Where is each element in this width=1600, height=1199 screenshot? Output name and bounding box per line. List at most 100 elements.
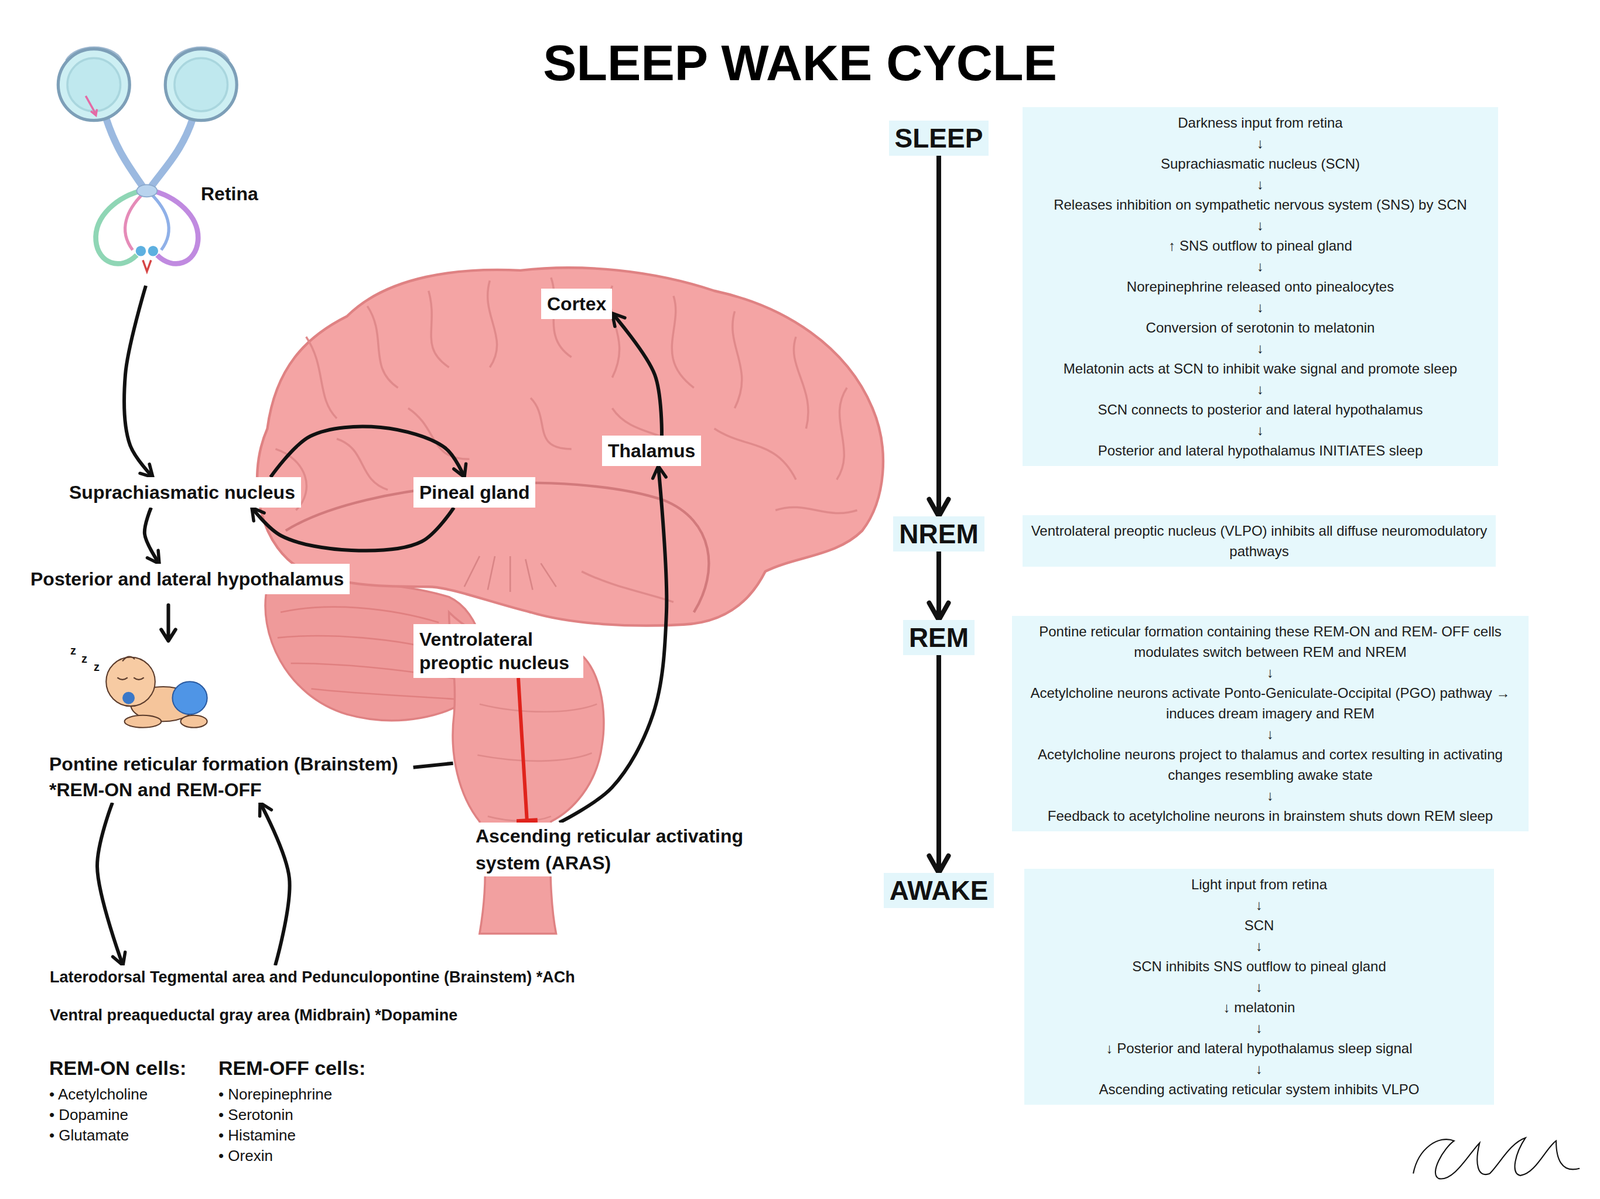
structure-label: Laterodorsal Tegmental area and Peduncul…: [49, 966, 576, 988]
arrow-connector: [144, 507, 160, 564]
structure-label: Posterior and lateral hypothalamus: [30, 567, 344, 591]
step-text: ↓ Posterior and lateral hypothalamus sle…: [1032, 1038, 1486, 1059]
structure-box: Ventrolateral preoptic nucleus: [413, 624, 584, 679]
step-text: ↓: [1030, 214, 1490, 236]
arrow-connector: [936, 155, 942, 517]
structure-label: Suprachiasmatic nucleus: [69, 480, 296, 505]
step-text: ↓: [1030, 337, 1490, 359]
step-text: Ventrolateral preoptic nucleus (VLPO) in…: [1030, 520, 1488, 562]
structure-box: Cortex: [541, 288, 613, 320]
structure-box: Laterodorsal Tegmental area and Peduncul…: [46, 965, 579, 990]
sleep-arrow: [161, 605, 176, 642]
structure-box: Thalamus: [602, 435, 702, 467]
stage-text: NREM: [898, 518, 979, 550]
optic-nerve: [148, 118, 193, 190]
sleeping-baby: [106, 656, 207, 728]
step-text: ↓: [1032, 976, 1486, 998]
step-text: Posterior and lateral hypothalamus INITI…: [1030, 440, 1490, 461]
light-ray: [85, 96, 97, 116]
layout-arrows: [161, 605, 453, 768]
structure-box: Ascending reticular activating system (A…: [472, 822, 765, 877]
list-item: • Norepinephrine: [218, 1084, 333, 1106]
step-text: ↓: [1032, 1017, 1486, 1039]
nucleus-dot: [148, 245, 159, 256]
structure-label: Pineal gland: [419, 480, 530, 505]
step-text: Acetylcholine neurons activate Ponto-Gen…: [1020, 682, 1521, 724]
structure-label: Ventrolateral preoptic nucleus: [419, 627, 578, 675]
step-text: Conversion of serotonin to melatonin: [1030, 317, 1490, 338]
step-panel: Ventrolateral preoptic nucleus (VLPO) in…: [1022, 515, 1496, 567]
sleep-mark: z: [93, 660, 100, 674]
arrow-connector: [124, 285, 153, 478]
step-text: ↓: [1020, 723, 1521, 745]
baby-arm: [124, 715, 162, 728]
region-label: Retina: [200, 182, 259, 206]
step-text: Pontine reticular formation containing t…: [1020, 621, 1521, 663]
arrow-connector: [936, 655, 942, 874]
stage-label: AWAKE: [883, 873, 995, 909]
eyeball: [57, 49, 130, 121]
arrow-connector: [270, 426, 465, 478]
step-text: Melatonin acts at SCN to inhibit wake si…: [1030, 358, 1490, 379]
structure-box: Posterior and lateral hypothalamus: [24, 563, 350, 595]
eyeball: [165, 49, 237, 121]
step-text: ↓: [1020, 662, 1521, 683]
eye-lens: [67, 57, 121, 112]
gyri: [275, 277, 857, 603]
step-panel: Light input from retina↓SCN↓SCN inhibits…: [1024, 869, 1494, 1106]
stage-label: SLEEP: [889, 120, 990, 156]
optic-chiasm: [136, 184, 157, 197]
step-text: ↓: [1030, 255, 1490, 277]
structure-label: Ascending reticular activating system (A…: [475, 822, 762, 877]
step-text: ↓: [1032, 935, 1486, 957]
arrow-connector: [612, 313, 662, 436]
step-text: Norepinephrine released onto pinealocyte…: [1030, 276, 1490, 297]
step-panel: Pontine reticular formation containing t…: [1012, 616, 1529, 832]
optic-nerve: [106, 118, 145, 190]
step-text: Suprachiasmatic nucleus (SCN): [1030, 153, 1490, 174]
structure-box: Pineal gland: [413, 477, 536, 508]
arrow-connector: [260, 802, 290, 966]
step-text: Releases inhibition on sympathetic nervo…: [1030, 194, 1490, 215]
stage-label: REM: [903, 620, 975, 656]
step-text: ↓ melatonin: [1032, 997, 1486, 1018]
step-text: ↑ SNS outflow to pineal gland: [1030, 235, 1490, 256]
step-text: Feedback to acetylcholine neurons in bra…: [1020, 805, 1521, 827]
signature: [1413, 1137, 1580, 1179]
structure-label: Pontine reticular formation (Brainstem): [49, 751, 399, 778]
list-item: • Serotonin: [218, 1105, 294, 1126]
structure-label: Cortex: [546, 292, 607, 316]
eye-lens: [174, 57, 228, 112]
leader-line: [413, 763, 454, 768]
cerebrum: [257, 267, 884, 626]
step-text: SCN: [1032, 915, 1486, 936]
connectors: [97, 155, 939, 966]
step-text: Ascending activating reticular system in…: [1032, 1079, 1486, 1100]
stage-label: NREM: [893, 516, 984, 552]
step-text: Light input from retina: [1032, 874, 1486, 895]
arrow-connector: [936, 551, 942, 621]
baby-diaper: [172, 681, 207, 715]
nucleus-mark: [142, 260, 152, 272]
brain: [257, 267, 884, 935]
step-text: SCN connects to posterior and lateral hy…: [1030, 399, 1490, 420]
step-text: ↓: [1030, 419, 1490, 441]
step-text: ↓: [1030, 378, 1490, 400]
nucleus-dot: [135, 245, 146, 256]
diagram-title: SLEEP WAKE CYCLE: [0, 30, 1600, 95]
baby-face: [117, 656, 144, 680]
stage-text: REM: [908, 621, 969, 654]
structure-label: Thalamus: [607, 439, 696, 463]
list-item: • Glutamate: [49, 1125, 129, 1147]
arrow-connector: [97, 802, 123, 966]
stage-text: SLEEP: [894, 122, 984, 155]
step-text: SCN inhibits SNS outflow to pineal gland: [1032, 956, 1486, 977]
brainstem-lines: [477, 704, 597, 822]
list-item: • Orexin: [218, 1146, 273, 1167]
step-panel: Darkness input from retina↓Suprachiasmat…: [1022, 107, 1499, 467]
structure-label: *REM-ON and REM-OFF: [49, 777, 399, 803]
structure-note: Ventral preaqueductal gray area (Midbrai…: [49, 1004, 458, 1027]
inhibition-connector: [518, 678, 528, 823]
